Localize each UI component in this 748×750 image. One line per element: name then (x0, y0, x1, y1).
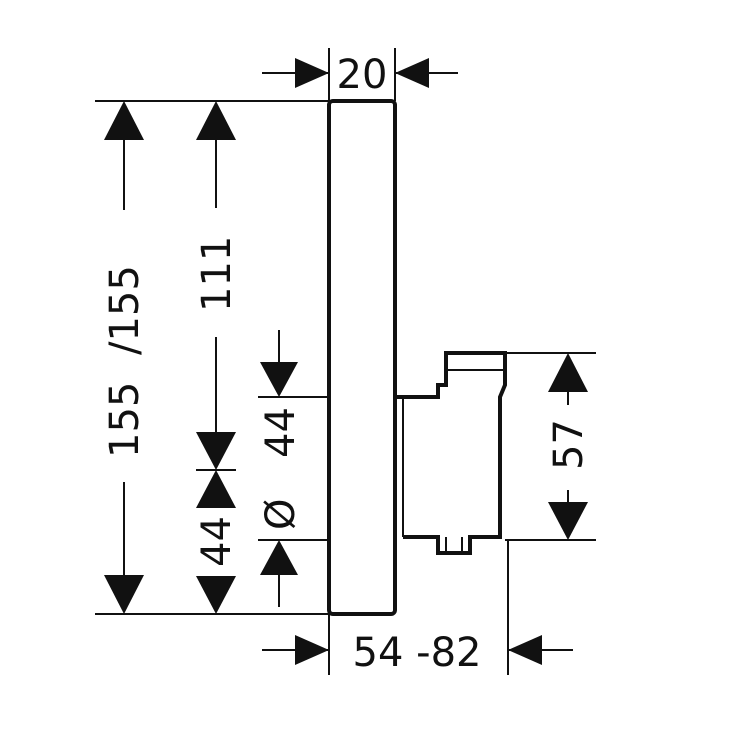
arrow-155-top (104, 101, 144, 140)
dim-57: 57 (546, 419, 592, 470)
arrow-111-bottom (196, 432, 236, 470)
dim-155: 155 (102, 382, 148, 458)
arrow-44-top (196, 470, 236, 508)
arrow-diameter-bottom (260, 540, 298, 575)
dim-44-offset: 44 (194, 516, 240, 567)
arrow-57-top (548, 353, 588, 392)
arrow-top-right (395, 58, 429, 88)
dim-111: 111 (194, 236, 240, 312)
arrow-bottom-left (295, 635, 329, 665)
dim-diameter-value: 44 (258, 407, 304, 458)
arrow-top-left (295, 58, 329, 88)
dim-155-alt: /155 (102, 265, 148, 355)
arrow-bottom-right (508, 635, 542, 665)
cover-plate (327, 99, 397, 616)
dim-top-width: 20 (337, 52, 388, 98)
arrow-111-top (196, 101, 236, 140)
arrow-57-bottom (548, 502, 588, 540)
arrow-44-bottom (196, 576, 236, 614)
dim-diameter-symbol: Ø (258, 499, 304, 530)
valve-body (395, 351, 507, 555)
dim-projection-range: 54 -82 (353, 630, 482, 676)
arrow-diameter-top (260, 362, 298, 397)
arrow-155-bottom (104, 575, 144, 614)
